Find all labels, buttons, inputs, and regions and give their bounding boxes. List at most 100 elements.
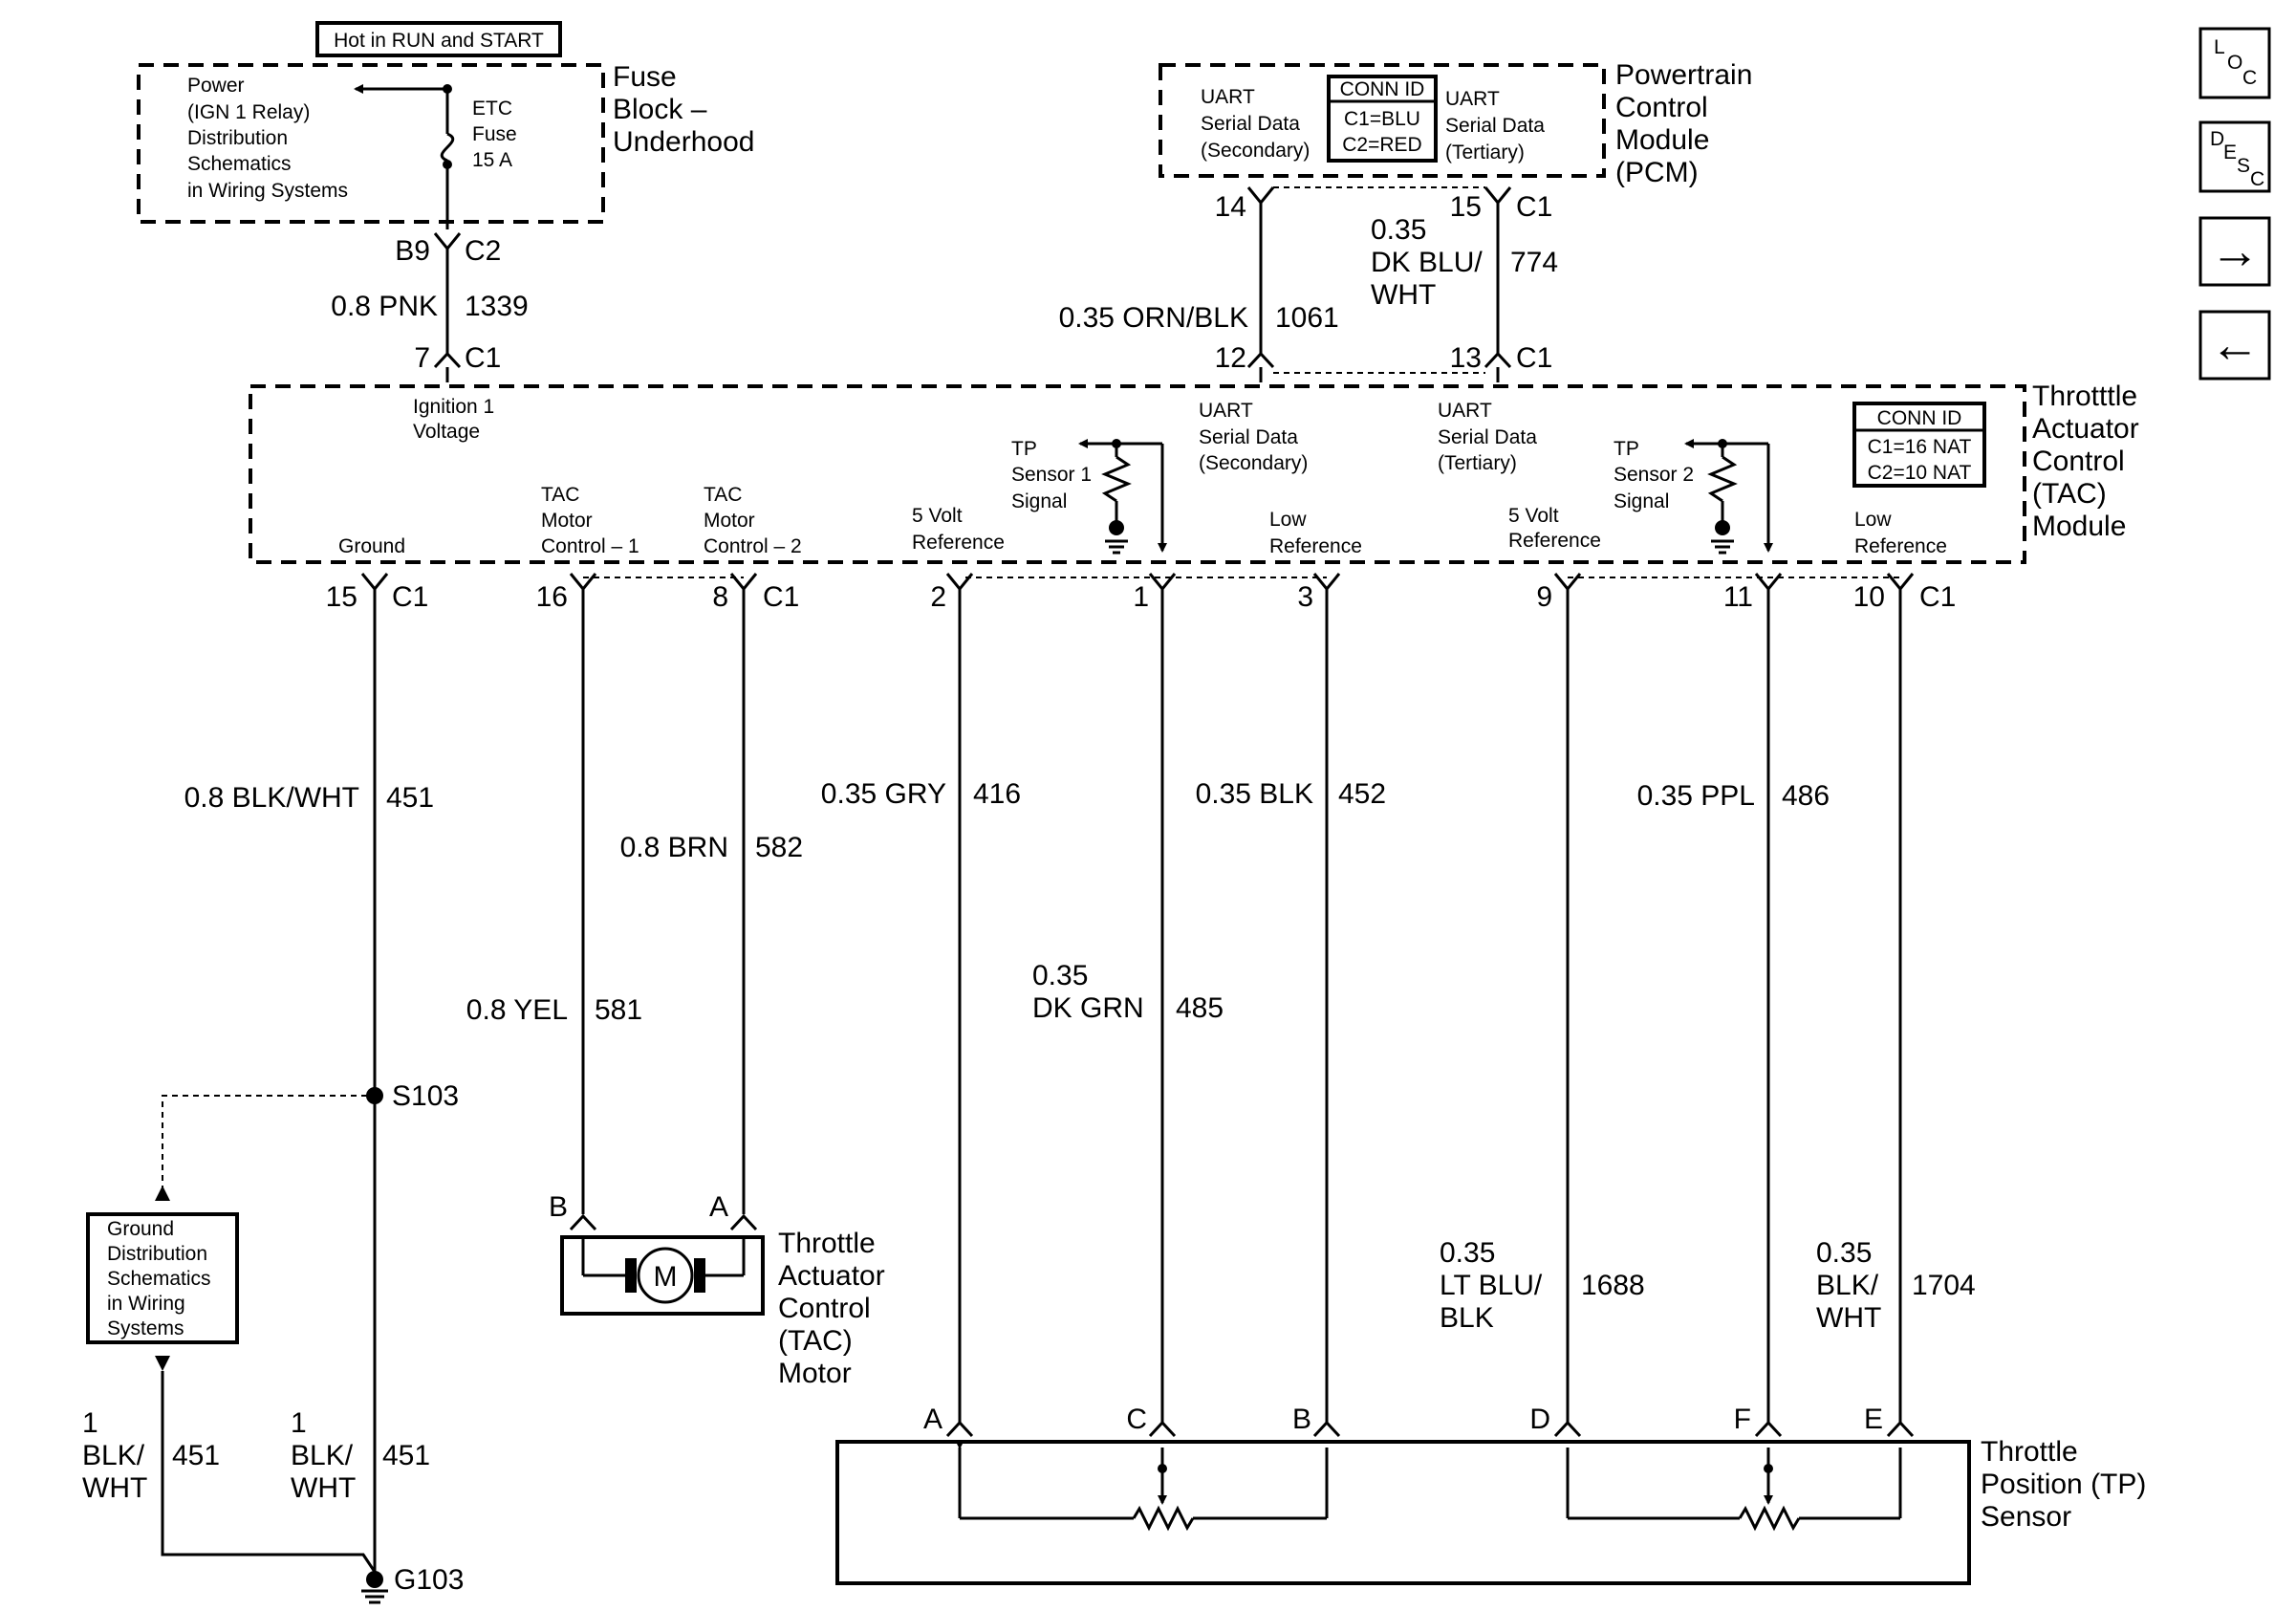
five-volt-reference-2-label: 5 Volt Reference [1508, 505, 1601, 552]
wire-1339: B9 C2 0.8 PNK 1339 7 C1 [331, 232, 529, 382]
svg-text:Power: Power [187, 75, 245, 97]
wire-452: 3 0.35 BLK 452 [1196, 573, 1386, 1423]
svg-text:TAC: TAC [704, 484, 742, 506]
tp-sensor: A C B D F E Throttle Position [835, 1404, 2146, 1585]
desc-button[interactable]: D E S C [2199, 120, 2271, 193]
svg-text:Powertrain: Powertrain [1615, 59, 1752, 91]
svg-text:Low: Low [1269, 509, 1307, 531]
back-button[interactable]: ← [2199, 310, 2271, 381]
wire-1704-gauge-1: 0.35 [1816, 1237, 1872, 1269]
ignition-voltage-label: Ignition 1 Voltage [413, 396, 494, 443]
wire-485-circuit: 485 [1176, 992, 1224, 1024]
svg-text:C: C [2250, 168, 2264, 190]
svg-text:Serial Data: Serial Data [1201, 113, 1300, 135]
motor-pin-a: A [709, 1191, 728, 1223]
tac-pin-12: 12 [1215, 342, 1246, 374]
svg-text:Motor: Motor [778, 1358, 852, 1389]
wire-486-circuit: 486 [1782, 780, 1830, 812]
svg-text:E: E [2223, 142, 2237, 163]
potentiometer-2-icon [1566, 1448, 1902, 1532]
svg-text:5 Volt: 5 Volt [912, 505, 963, 527]
wire-485-gauge-1: 0.35 [1032, 960, 1088, 991]
svg-text:UART: UART [1445, 88, 1500, 110]
loc-button[interactable]: L O C [2199, 27, 2271, 99]
wire-1339-gauge: 0.8 PNK [331, 291, 438, 322]
wire-774-gauge-2: DK BLU/ [1371, 247, 1483, 278]
svg-text:Reference: Reference [1854, 535, 1947, 557]
fuse-block-outline [137, 63, 605, 224]
svg-text:Serial Data: Serial Data [1445, 115, 1545, 137]
svg-text:Underhood: Underhood [613, 126, 754, 158]
svg-text:Sensor 2: Sensor 2 [1614, 464, 1694, 486]
svg-text:Serial Data: Serial Data [1199, 426, 1298, 448]
svg-text:Low: Low [1854, 509, 1892, 531]
forward-button[interactable]: → [2199, 216, 2271, 287]
wire-1061-circuit: 1061 [1275, 302, 1339, 334]
tp1-pullup-icon [1078, 439, 1167, 555]
tac-pin-9: 9 [1536, 581, 1552, 613]
svg-text:C1=BLU: C1=BLU [1344, 108, 1420, 130]
wire-1704: 10 C1 0.35 BLK/ WHT 1704 [1816, 573, 1976, 1423]
svg-text:Control – 2: Control – 2 [704, 535, 802, 557]
five-volt-reference-1-label: 5 Volt Reference [912, 505, 1005, 554]
wire-774-gauge-1: 0.35 [1371, 214, 1426, 246]
tac-module-name: Throtttle Actuator Control (TAC) Module [2032, 381, 2139, 542]
tac-pin-10-conn: C1 [1919, 581, 1956, 613]
conn-c2: C2 [465, 235, 501, 267]
svg-text:Throttle: Throttle [778, 1228, 876, 1259]
svg-text:(Secondary): (Secondary) [1201, 140, 1310, 162]
svg-text:BLK/: BLK/ [82, 1440, 145, 1471]
svg-text:BLK/: BLK/ [291, 1440, 354, 1471]
splice-s103: S103 [155, 1080, 459, 1201]
wire-416: 2 0.35 GRY 416 [821, 573, 1021, 1423]
pin-7: 7 [414, 342, 430, 374]
svg-text:451: 451 [172, 1440, 220, 1471]
wire-485-gauge-2: DK GRN [1032, 992, 1144, 1024]
svg-text:L: L [2214, 36, 2225, 58]
svg-text:Motor: Motor [704, 510, 755, 532]
svg-text:Reference: Reference [912, 532, 1005, 554]
svg-text:Control: Control [2032, 446, 2125, 477]
wire-451-right-label: 1 BLK/ WHT 451 [291, 1407, 430, 1504]
svg-text:(PCM): (PCM) [1615, 157, 1699, 188]
tp-pin-b: B [1292, 1404, 1311, 1435]
wire-774-gauge-3: WHT [1371, 279, 1436, 311]
up-arrow-icon [155, 1186, 170, 1201]
svg-text:ETC: ETC [472, 98, 512, 120]
wire-582-circuit: 582 [755, 832, 803, 863]
svg-text:1: 1 [291, 1407, 307, 1439]
pin-7-conn: C1 [465, 342, 501, 374]
svg-text:(TAC): (TAC) [2032, 478, 2107, 510]
svg-text:CONN ID: CONN ID [1877, 407, 1962, 429]
svg-text:(Tertiary): (Tertiary) [1438, 452, 1517, 474]
wire-774-circuit: 774 [1510, 247, 1558, 278]
svg-text:WHT: WHT [82, 1472, 147, 1504]
svg-text:UART: UART [1438, 400, 1492, 422]
wire-581-gauge: 0.8 YEL [466, 994, 568, 1026]
down-arrow-icon [155, 1356, 170, 1371]
back-arrow-icon: ← [2210, 317, 2260, 373]
tac-pin-16: 16 [536, 581, 568, 613]
pcm-pin-15: 15 [1450, 191, 1482, 223]
tp-sensor-body [835, 1440, 1971, 1585]
svg-text:(Secondary): (Secondary) [1199, 452, 1308, 474]
motor-control-2-label: TAC Motor Control – 2 [704, 484, 802, 557]
svg-text:TP: TP [1614, 438, 1639, 460]
svg-text:UART: UART [1201, 86, 1255, 108]
tac-uart-tertiary-label: UART Serial Data (Tertiary) [1438, 400, 1537, 474]
svg-text:(IGN 1 Relay): (IGN 1 Relay) [187, 101, 310, 123]
pcm-name: Powertrain Control Module (PCM) [1615, 59, 1752, 188]
tp2-pullup-icon [1684, 439, 1773, 555]
pcm-conn-c1: C1 [1516, 191, 1552, 223]
svg-text:5 Volt: 5 Volt [1508, 505, 1559, 527]
fuse-block: Hot in RUN and START Power (IGN 1 Relay)… [137, 21, 754, 229]
fuse-icon [354, 84, 455, 229]
motor-symbol: M [654, 1261, 678, 1293]
wire-1704-circuit: 1704 [1912, 1270, 1976, 1301]
tac-module-outline [249, 384, 2026, 564]
potentiometer-1-icon [955, 1440, 1329, 1532]
wire-451-circuit: 451 [386, 782, 434, 814]
svg-text:Sensor: Sensor [1981, 1501, 2071, 1533]
tac-pin-15: 15 [326, 581, 357, 613]
wire-1688-gauge-1: 0.35 [1440, 1237, 1495, 1269]
